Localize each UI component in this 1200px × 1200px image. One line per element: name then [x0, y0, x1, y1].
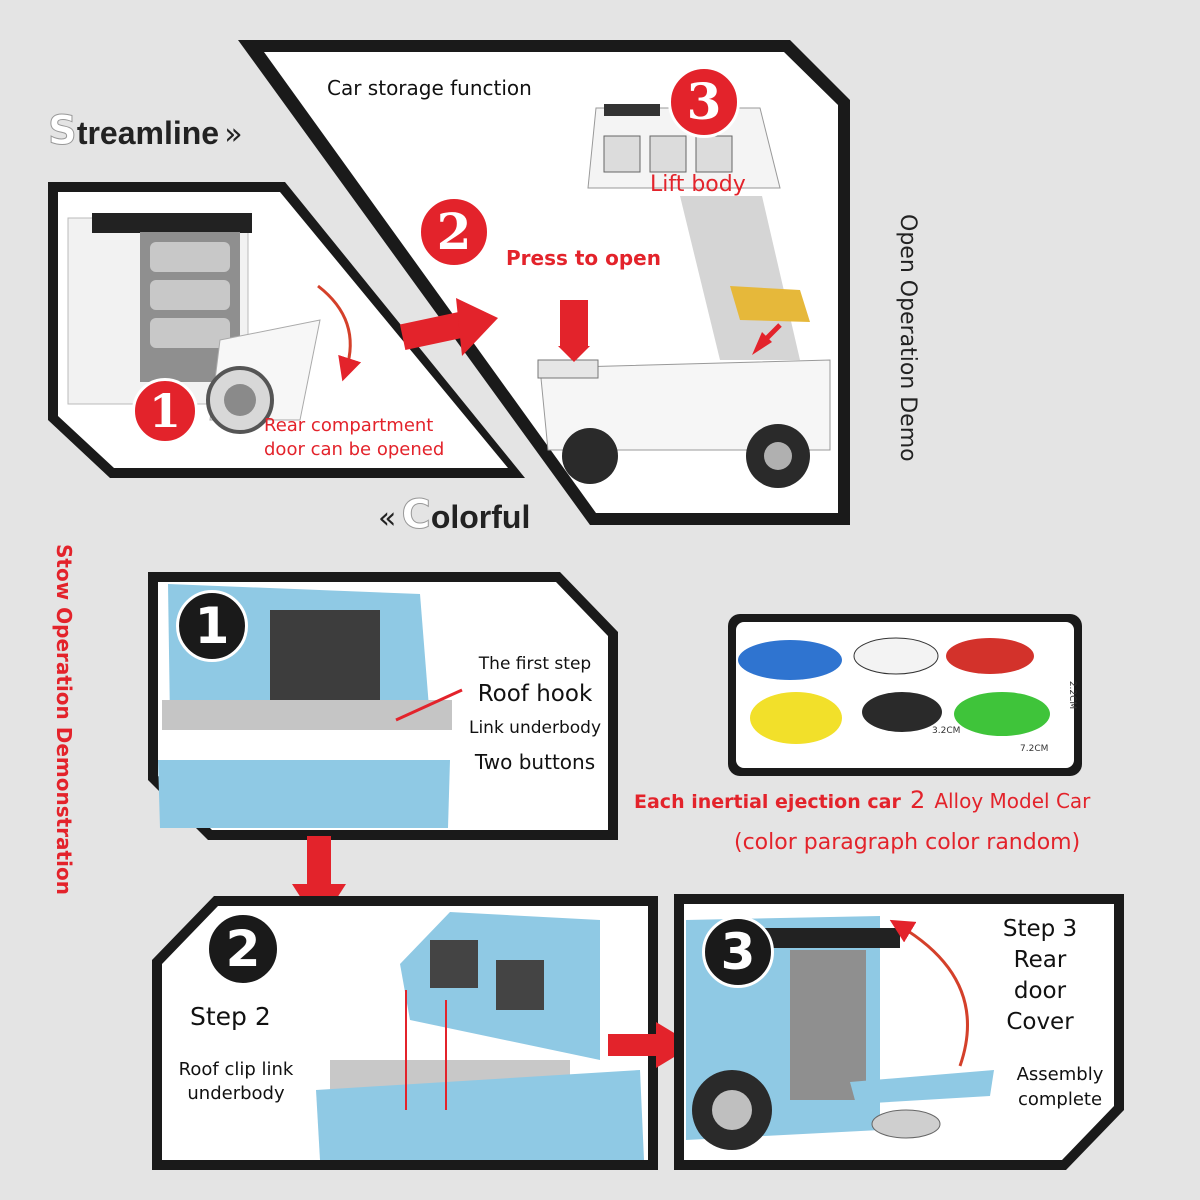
panel-open-operation — [238, 40, 850, 525]
stow-step1-num: 1 — [194, 597, 230, 655]
stow-step1-line2: Roof hook — [477, 681, 593, 707]
double-chevron-left-icon: « — [378, 501, 397, 536]
panel-stow-step2 — [152, 896, 658, 1170]
cars-caption-red: Each inertial ejection car — [634, 791, 901, 813]
stow-step3-title2: Rear — [1013, 947, 1067, 973]
cars-caption-line2: (color paragraph color random) — [734, 830, 1081, 855]
stow-step3-title3: door — [1013, 978, 1067, 1004]
step3-badge-num: 3 — [686, 72, 722, 131]
cars-caption-num: 2 — [909, 786, 926, 814]
press-to-open-label: Press to open — [506, 246, 661, 270]
stow-step1-badge: 1 — [176, 590, 248, 662]
stow-step3-title: Step 3 Rear door Cover — [986, 914, 1094, 1038]
step2-badge: 2 — [418, 196, 490, 268]
step3-badge: 3 — [668, 66, 740, 138]
stow-step1-line3: Link underbody — [468, 718, 602, 738]
streamline-initial: S — [48, 108, 78, 155]
car-dim-length: 3.2CM — [932, 726, 961, 736]
streamline-heading: Streamline » — [48, 108, 243, 155]
step2-badge-num: 2 — [436, 202, 472, 261]
colorful-rest: olorful — [430, 499, 531, 535]
open-operation-demo-label: Open Operation Demo — [895, 214, 920, 462]
stow-step3-title4: Cover — [1006, 1009, 1074, 1035]
double-chevron-right-icon: » — [224, 117, 243, 152]
stow-step2-badge: 2 — [206, 912, 280, 986]
colorful-heading: « Colorful — [378, 492, 531, 539]
stow-step1-text: The first step Roof hook Link underbody … — [456, 652, 614, 780]
stow-step1-line1: The first step — [478, 654, 592, 674]
stow-step3-badge: 3 — [702, 916, 774, 988]
arrow-right-top — [399, 298, 498, 356]
stow-step3-line1: Assembly — [1016, 1064, 1104, 1085]
step1-badge: 1 — [132, 378, 198, 444]
stow-step3-title1: Step 3 — [1002, 916, 1078, 942]
stow-step2-num: 2 — [225, 920, 261, 978]
step1-badge-num: 1 — [148, 384, 181, 438]
colorful-initial: C — [401, 492, 431, 539]
stow-operation-label: Stow Operation Demonstration — [52, 544, 76, 895]
car-dim-height: 2.2CM — [1067, 680, 1078, 710]
stow-step1-line4: Two buttons — [474, 750, 596, 774]
panel-stow-step1 — [148, 572, 618, 840]
cars-showcase — [728, 614, 1082, 776]
stow-step2-line2: underbody — [187, 1083, 285, 1104]
cars-caption-rest: Alloy Model Car — [934, 789, 1091, 813]
stow-step3-text: Assembly complete — [1000, 1062, 1120, 1112]
stow-step2-title: Step 2 — [190, 1002, 271, 1031]
stow-step2-line1: Roof clip link — [178, 1059, 294, 1080]
stow-step2-text: Roof clip link underbody — [166, 1058, 306, 1106]
stow-step3-line2: complete — [1017, 1089, 1103, 1110]
rear-compartment-line1: Rear compartment — [264, 415, 434, 436]
streamline-rest: treamline — [76, 115, 220, 151]
car-storage-label: Car storage function — [327, 76, 532, 100]
stow-step3-num: 3 — [720, 923, 756, 981]
car-dim-width: 7.2CM — [1020, 744, 1049, 754]
cars-caption: Each inertial ejection car 2 Alloy Model… — [634, 786, 1090, 814]
lift-body-label: Lift body — [650, 172, 746, 197]
rear-compartment-line2: door can be opened — [264, 439, 445, 460]
rear-compartment-label: Rear compartment door can be opened — [264, 414, 444, 462]
